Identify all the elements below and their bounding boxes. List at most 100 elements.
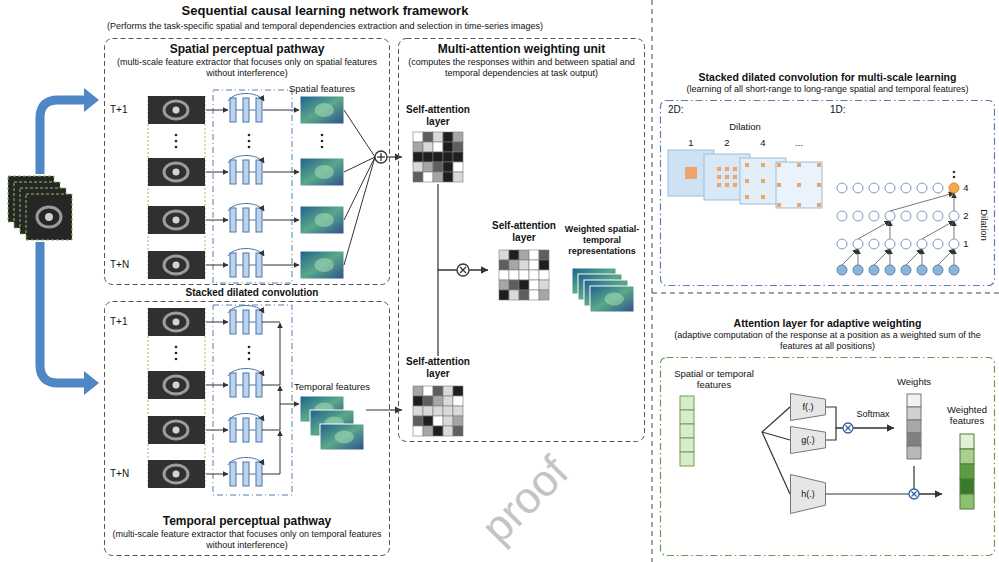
attention-cell: [433, 396, 443, 406]
attention-cell: [529, 260, 539, 270]
attention-cell: [509, 260, 519, 270]
causal-link: [938, 249, 954, 265]
temporal-link: [262, 430, 280, 431]
attention-cell: [433, 152, 443, 162]
watermark: proof: [471, 446, 579, 554]
conv-layer: [256, 208, 262, 232]
causal-link: [842, 249, 858, 265]
feature-blob: [315, 258, 334, 272]
sequence-unit: [837, 211, 847, 221]
heart-cavity: [45, 213, 53, 221]
multiply-operator: [843, 423, 853, 433]
connector-line: [438, 184, 488, 270]
attention-cell: [423, 132, 433, 142]
conv-link: [249, 265, 256, 266]
node-title: Weights: [894, 376, 934, 387]
attention-cell: [539, 270, 549, 280]
node-title: h(.): [801, 489, 815, 500]
kernel-cell: [745, 163, 749, 167]
text-block: Multi-attention weighting unit(computes …: [398, 42, 645, 79]
attention-cell: [519, 280, 529, 290]
sequence-unit: [933, 211, 943, 221]
feature-plane: [776, 162, 822, 208]
dilation-value: 1: [688, 137, 693, 148]
kernel-cell: [689, 175, 693, 179]
conv-link: [249, 385, 256, 386]
text-block: Attention layer for adaptive weighting(a…: [660, 317, 995, 352]
node-title: Spatial perceptual pathway: [110, 42, 384, 56]
heart-ring: [164, 256, 188, 274]
ellipsis-dot: [248, 146, 251, 149]
multiply-operator: [846, 426, 851, 431]
conv-link: [236, 385, 243, 386]
attention-cell: [539, 250, 549, 260]
temporal-link: [262, 322, 280, 323]
attention-cell: [453, 132, 463, 142]
sequence-unit: [917, 183, 927, 193]
attention-cell: [443, 386, 453, 396]
arrow-head: [84, 371, 99, 395]
weight-cell: [907, 407, 921, 420]
conv-layer: [243, 373, 249, 397]
conv-layer: [243, 98, 249, 122]
flow-line: [206, 172, 228, 173]
conv-link: [249, 172, 256, 173]
self-attention-layer: Self-attention layer: [402, 104, 474, 184]
axis-label: Dilation: [978, 209, 989, 241]
conv-layer: [256, 418, 262, 442]
panel-label: 2D:: [668, 104, 684, 116]
projection-block: f(.): [790, 393, 826, 421]
feature-cell: [680, 396, 694, 410]
sequence-unit: [837, 239, 847, 249]
ellipsis-dot: [321, 140, 324, 143]
skip-connection: [228, 204, 264, 212]
attention-cell: [413, 426, 423, 436]
attention-cell: [509, 250, 519, 260]
text-block: Weights: [894, 376, 934, 387]
module-label: Stacked dilated convolution: [186, 287, 319, 299]
conv-layer: [243, 253, 249, 277]
multiply-operator: [912, 492, 917, 497]
connector-line: [438, 270, 488, 356]
frame-label: T+N: [110, 468, 129, 480]
weight-cell: [907, 446, 921, 459]
heart-ring: [164, 313, 188, 331]
attention-cell: [423, 142, 433, 152]
conv-layer: [230, 310, 236, 334]
attention-cell: [423, 406, 433, 416]
conv-layer: [256, 462, 262, 486]
conv-layer: [243, 462, 249, 486]
projection-block: h(.): [790, 474, 826, 514]
sequence-unit: [853, 265, 863, 275]
heart-ring: [164, 211, 188, 229]
module-frame: [213, 305, 292, 495]
feature-map: [300, 206, 344, 234]
ellipsis-dot: [175, 346, 178, 349]
heart-ring: [164, 421, 188, 439]
node-title: Spatial or temporal features: [666, 368, 762, 391]
flow-line: [206, 220, 228, 221]
feature-map: [300, 96, 344, 124]
dilation-value: 4: [760, 137, 765, 148]
connector: [762, 407, 790, 432]
node-title: Temporal perceptual pathway: [110, 514, 384, 528]
flow-line: [263, 220, 299, 221]
feature-cell: [680, 452, 694, 466]
conv-layer: [256, 310, 262, 334]
output-representation: Weighted spatial-temporal representation…: [563, 224, 641, 316]
conv-link: [236, 110, 243, 111]
temporal-link: [280, 386, 281, 430]
text-block: Weighted spatial-temporal representation…: [563, 224, 641, 256]
conv-link: [236, 322, 243, 323]
attention-cell: [413, 132, 423, 142]
feature-vector: Spatial or temporal features: [666, 368, 762, 472]
conv-layer: [256, 373, 262, 397]
multiply-operator: [457, 264, 469, 276]
dilation-value: ...: [795, 137, 803, 148]
kernel-cell: [745, 195, 749, 199]
attention-cell: [443, 142, 453, 152]
kernel-cell: [733, 183, 737, 187]
connector-line: [914, 466, 942, 494]
heart-cavity: [173, 427, 180, 434]
